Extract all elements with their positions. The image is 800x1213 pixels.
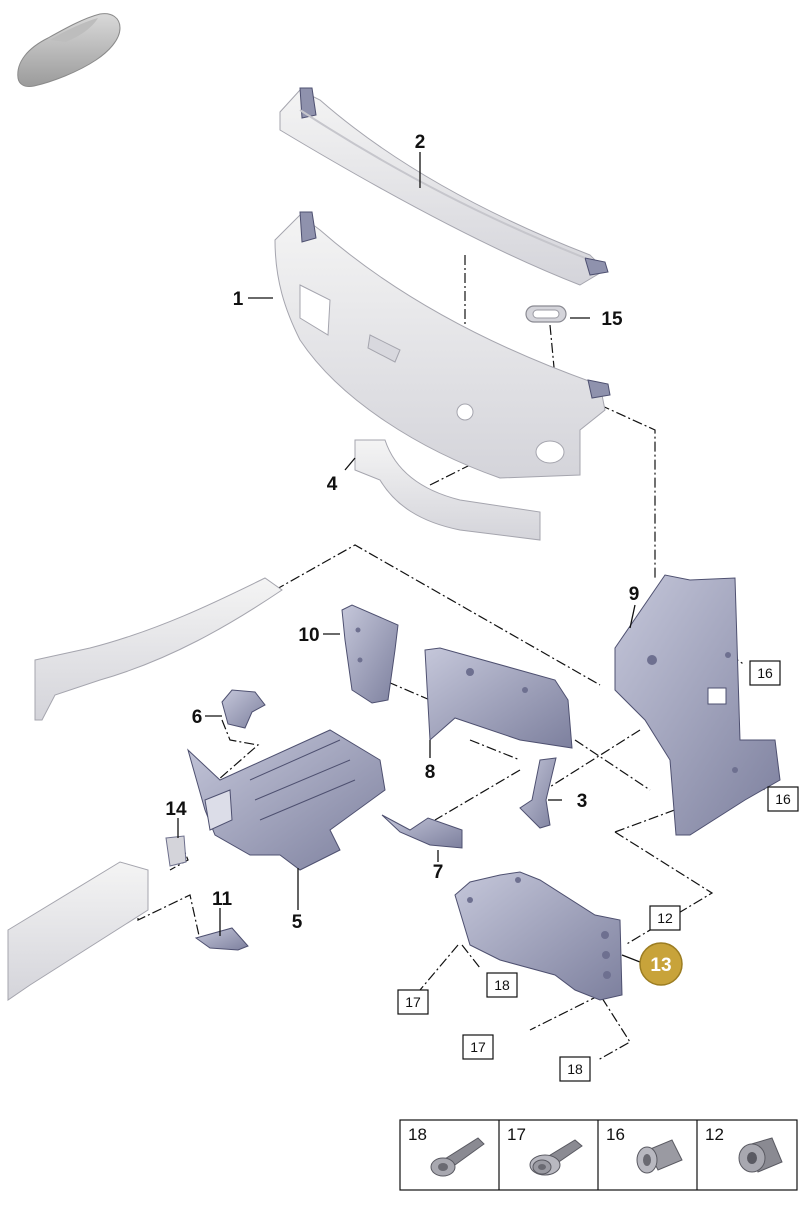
part-label-9: 9	[629, 584, 640, 605]
part-2-cowl-rail	[279, 87, 609, 286]
part-label-6: 6	[192, 707, 203, 728]
ref-box-16-upper[interactable]: 16	[749, 660, 781, 686]
ref-box-17-upper[interactable]: 17	[397, 989, 429, 1015]
part-label-10: 10	[298, 625, 319, 646]
part-10-bracket	[341, 604, 399, 704]
ref-box-17-lower-label: 17	[470, 1039, 486, 1055]
part-lower-side-rail	[7, 861, 149, 1001]
ref-box-18-upper[interactable]: 18	[486, 972, 518, 998]
ref-box-18-upper-label: 18	[494, 977, 510, 993]
part-label-2: 2	[415, 132, 426, 153]
legend-number-17: 17	[507, 1125, 526, 1144]
badge-label-13: 13	[650, 955, 671, 976]
ref-box-12[interactable]: 12	[649, 905, 681, 931]
nut-sleeve-icon	[738, 1137, 783, 1173]
rivet-nut-icon	[636, 1139, 683, 1174]
car-thumbnail-icon	[17, 13, 121, 87]
part-label-1: 1	[233, 289, 244, 310]
part-8-inner-panel	[424, 647, 573, 749]
part-14-clip	[165, 835, 187, 867]
part-13-lower-panel	[454, 871, 623, 1001]
ref-box-16-lower[interactable]: 16	[767, 786, 799, 812]
ref-box-18-lower-label: 18	[567, 1061, 583, 1077]
boxed-refs: 16 16 12 18 17 17 18	[397, 660, 799, 1082]
part-label-7: 7	[433, 862, 444, 883]
part-15-grommet	[525, 305, 567, 323]
ref-box-17-upper-label: 17	[405, 994, 421, 1010]
part-label-11: 11	[212, 889, 233, 910]
torx-bolt-flanged-icon	[529, 1139, 583, 1176]
legend-number-18: 18	[408, 1125, 427, 1144]
ref-box-16-lower-label: 16	[775, 791, 791, 807]
part-upper-side-rail	[34, 577, 283, 721]
legend-number-12: 12	[705, 1125, 724, 1144]
part-7-plate	[381, 814, 463, 849]
legend-cell-12[interactable]: 12	[705, 1125, 783, 1173]
part-label-4: 4	[327, 474, 338, 495]
part-label-5: 5	[292, 912, 303, 933]
part-1-cowl-panel	[274, 211, 611, 479]
ref-box-17-lower[interactable]: 17	[462, 1034, 494, 1060]
part-4-bracket	[354, 439, 541, 541]
part-label-3: 3	[577, 791, 588, 812]
ref-box-12-label: 12	[657, 910, 673, 926]
part-label-8: 8	[425, 762, 436, 783]
part-9-a-pillar	[614, 574, 781, 836]
part-11-bracket	[194, 927, 249, 951]
legend-number-16: 16	[606, 1125, 625, 1144]
legend-cell-16[interactable]: 16	[606, 1125, 683, 1174]
legend-cell-18[interactable]: 18	[408, 1125, 485, 1177]
part-label-15: 15	[601, 309, 623, 330]
ref-box-16-upper-label: 16	[757, 665, 773, 681]
torx-bolt-long-icon	[430, 1137, 485, 1177]
part-label-14: 14	[165, 799, 187, 820]
part-labels: 2 1 15 4 9 10 6 8 3 14 7 11 5	[165, 132, 639, 933]
hardware-legend: 18 17 16 12	[399, 1119, 798, 1191]
legend-cell-17[interactable]: 17	[507, 1125, 583, 1176]
leader-lines	[177, 152, 641, 963]
part-6-bracket	[221, 689, 266, 729]
part-5-lower-member	[187, 729, 386, 871]
highlight-badge-13[interactable]: 13	[639, 942, 683, 986]
part-3-bracket	[519, 757, 557, 829]
ref-box-18-lower[interactable]: 18	[559, 1056, 591, 1082]
